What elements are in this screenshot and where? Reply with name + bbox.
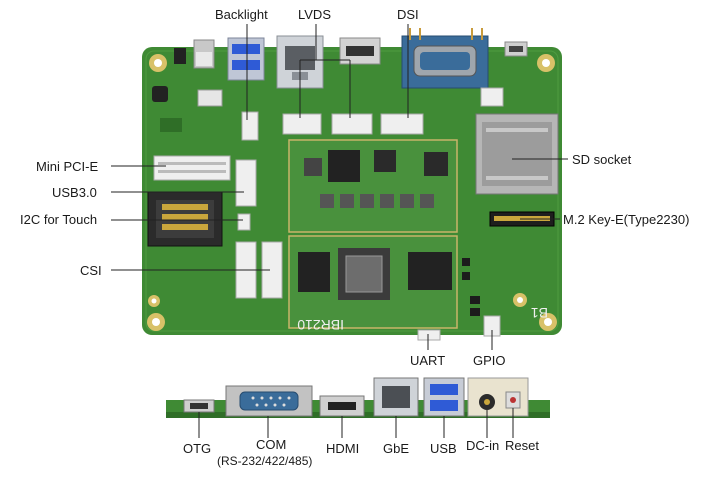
label-lvds: LVDS — [298, 7, 331, 22]
label-usb30: USB3.0 — [52, 185, 97, 200]
mounting-hole-bl — [147, 313, 165, 331]
leader-lines — [111, 24, 568, 350]
board-corner-silk: B1 — [531, 305, 548, 321]
main-board: IBR210 B1 — [142, 28, 562, 341]
mounting-hole-tr — [537, 54, 555, 72]
label-m2-key-e: M.2 Key-E(Type2230) — [563, 212, 690, 227]
label-backlight: Backlight — [215, 7, 268, 22]
io-leader-lines — [198, 408, 514, 438]
label-gbe: GbE — [383, 441, 410, 456]
label-dsi: DSI — [397, 7, 419, 22]
board-model-silk: IBR210 — [297, 317, 344, 333]
label-uart: UART — [410, 353, 446, 368]
label-i2c-touch: I2C for Touch — [20, 212, 98, 227]
label-csi: CSI — [80, 263, 102, 278]
label-mini-pcie: Mini PCI-E — [36, 159, 99, 174]
label-com: COM — [256, 437, 287, 452]
label-hdmi: HDMI — [326, 441, 360, 456]
io-side-view — [166, 377, 550, 418]
label-otg: OTG — [183, 441, 212, 456]
mounting-hole-ml — [148, 295, 160, 307]
label-gpio: GPIO — [473, 353, 506, 368]
label-reset: Reset — [505, 438, 539, 453]
mounting-hole-br — [539, 313, 557, 331]
label-usb: USB — [430, 441, 457, 456]
label-dc-in: DC-in — [466, 438, 500, 453]
mounting-hole-mr — [513, 293, 527, 307]
mounting-hole-tl — [149, 54, 167, 72]
label-com-sub: (RS-232/422/485) — [217, 454, 313, 468]
label-sd-socket: SD socket — [572, 152, 632, 167]
